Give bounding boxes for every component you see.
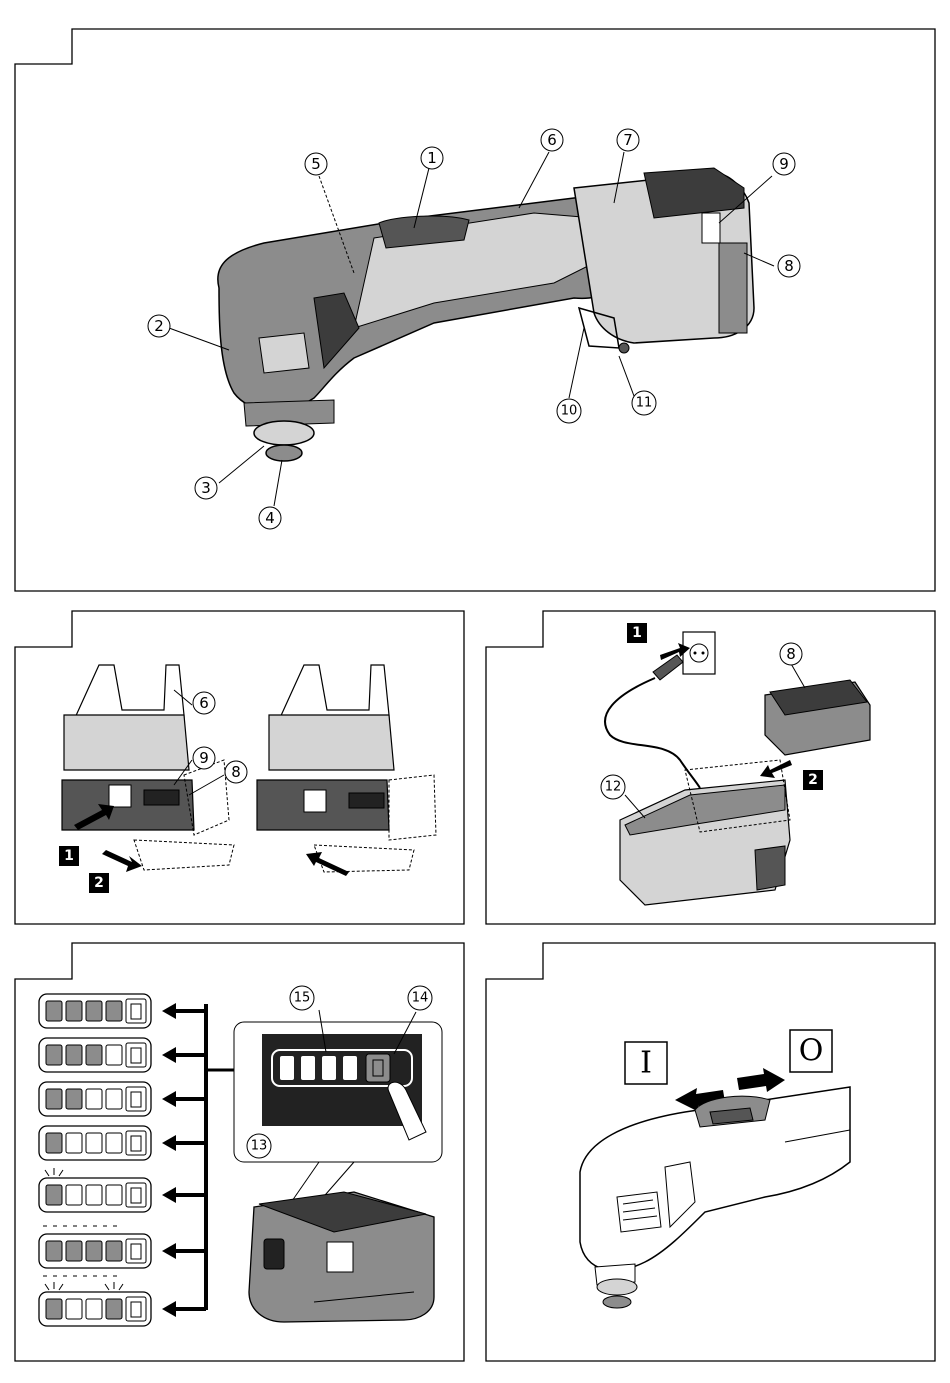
svg-text:O: O <box>799 1034 824 1069</box>
svg-text:2: 2 <box>154 317 164 335</box>
step-badge-2: 2 <box>89 873 109 893</box>
callout-9: 9 <box>773 153 795 175</box>
callout-10: 10 <box>557 399 581 423</box>
callout-8: 8 <box>225 761 247 783</box>
step-badge-1: 1 <box>627 623 647 643</box>
battery-closeup <box>249 1162 434 1322</box>
svg-text:6: 6 <box>547 131 557 149</box>
wall-outlet <box>683 632 715 674</box>
plug-and-cord <box>605 655 700 788</box>
panel-switch: I O <box>485 942 936 1362</box>
svg-text:11: 11 <box>636 396 653 411</box>
svg-text:I: I <box>640 1046 652 1081</box>
svg-text:13: 13 <box>251 1139 268 1154</box>
charger <box>620 760 790 905</box>
panel-tool-overview: 1 2 3 4 5 6 7 9 8 10 11 <box>14 28 936 592</box>
svg-text:14: 14 <box>412 991 429 1006</box>
callout-12: 12 <box>601 775 625 799</box>
level-row-1 <box>39 1126 151 1160</box>
leader-line-8 <box>790 662 805 688</box>
svg-text:3: 3 <box>201 479 211 497</box>
panel-charging: 8 12 1 2 <box>485 610 936 925</box>
level-row-blink-all <box>39 1226 151 1276</box>
svg-text:9: 9 <box>779 155 789 173</box>
callout-8: 8 <box>778 255 800 277</box>
step-badge-2: 2 <box>803 770 823 790</box>
callout-4: 4 <box>259 507 281 529</box>
svg-text:7: 7 <box>623 131 633 149</box>
callout-11: 11 <box>632 391 656 415</box>
callout-5: 5 <box>305 153 327 175</box>
callout-15: 15 <box>290 986 314 1010</box>
step-badge-1: 1 <box>59 846 79 866</box>
svg-text:10: 10 <box>561 404 578 419</box>
callout-13: 13 <box>247 1134 271 1158</box>
tool-with-battery-right <box>257 665 436 872</box>
switch-symbol-off: O <box>790 1030 832 1072</box>
svg-text:6: 6 <box>199 694 209 712</box>
switch-diagram: I O <box>485 942 936 1362</box>
panel-battery-install: 6 9 8 1 2 <box>14 610 465 925</box>
switch-symbol-on: I <box>625 1042 667 1084</box>
svg-text:8: 8 <box>786 645 796 663</box>
multi-tool-illustration <box>218 168 754 461</box>
svg-text:2: 2 <box>808 772 818 788</box>
callout-6: 6 <box>193 692 215 714</box>
callout-6: 6 <box>541 129 563 151</box>
level-row-2 <box>39 1082 151 1116</box>
callout-8: 8 <box>780 643 802 665</box>
charging-diagram: 8 12 1 2 <box>485 610 936 925</box>
svg-text:8: 8 <box>231 763 241 781</box>
tool-head-illustration <box>580 1087 850 1308</box>
callout-14: 14 <box>408 986 432 1010</box>
battery-indicator-diagram: 15 14 13 <box>14 942 465 1362</box>
level-row-blink-alt <box>39 1282 151 1326</box>
svg-text:8: 8 <box>784 257 794 275</box>
svg-text:4: 4 <box>265 509 275 527</box>
callout-3: 3 <box>195 477 217 499</box>
svg-text:1: 1 <box>632 625 642 641</box>
callout-1: 1 <box>421 147 443 169</box>
panel-battery-indicator: 15 14 13 <box>14 942 465 1362</box>
battery-pack <box>765 680 870 755</box>
battery-install-diagram: 6 9 8 1 2 <box>14 610 465 925</box>
battery-arrow <box>760 760 792 778</box>
svg-text:12: 12 <box>605 780 622 795</box>
level-row-3 <box>39 1038 151 1072</box>
callout-7: 7 <box>617 129 639 151</box>
level-row-blink-1 <box>39 1168 151 1212</box>
level-row-4 <box>39 994 151 1028</box>
callout-2: 2 <box>148 315 170 337</box>
callout-9: 9 <box>193 747 215 769</box>
tool-overview-diagram: 1 2 3 4 5 6 7 9 8 10 11 <box>14 28 936 592</box>
svg-text:9: 9 <box>199 749 209 767</box>
svg-text:1: 1 <box>427 149 437 167</box>
svg-text:5: 5 <box>311 155 321 173</box>
svg-text:15: 15 <box>294 991 311 1006</box>
svg-text:1: 1 <box>64 848 74 864</box>
svg-text:2: 2 <box>94 875 104 891</box>
